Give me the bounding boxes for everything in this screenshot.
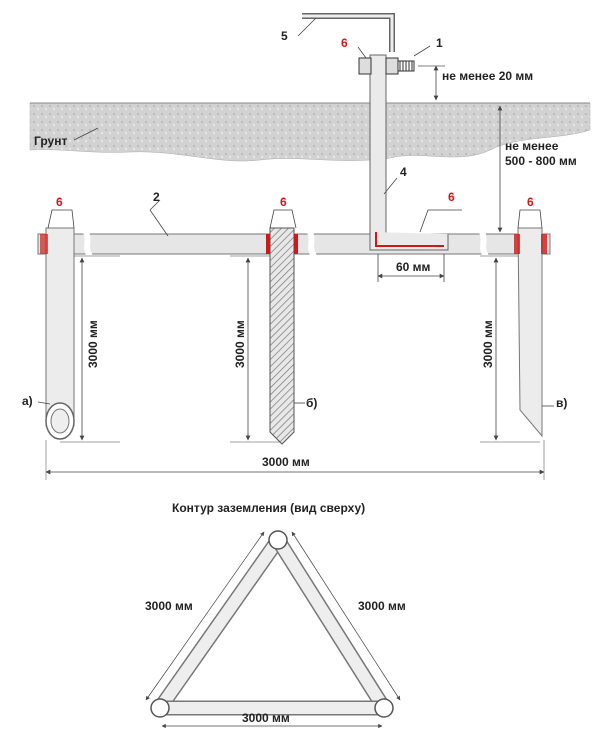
riser-bend xyxy=(369,232,449,251)
electrode-v-pipe xyxy=(517,227,543,438)
label-4: 4 xyxy=(400,165,407,179)
label-6-a: 6 xyxy=(56,195,63,209)
label-min-20: не менее 20 мм xyxy=(442,69,533,83)
label-tri-bottom: 3000 мм xyxy=(242,711,290,725)
riser-4 xyxy=(369,54,387,251)
bolt-head xyxy=(358,57,372,75)
label-v: в) xyxy=(556,396,567,410)
contour-node-left xyxy=(150,698,170,718)
label-6-top: 6 xyxy=(341,36,348,50)
label-6-b: 6 xyxy=(280,195,287,209)
label-6-bend: 6 xyxy=(448,190,455,204)
electrode-a-tube xyxy=(45,227,75,427)
contour-title: Контур заземления (вид сверху) xyxy=(172,501,365,515)
label-height-a: 3000 мм xyxy=(86,320,100,368)
label-2: 2 xyxy=(153,190,160,204)
label-min-500-line2: 500 - 800 мм xyxy=(505,154,577,168)
label-5: 5 xyxy=(281,29,288,43)
label-a: а) xyxy=(22,394,33,408)
label-soil: Грунт xyxy=(34,134,67,148)
electrode-b-angle xyxy=(269,227,295,445)
label-min-500-line1: не менее xyxy=(505,139,559,153)
label-height-b: 3000 мм xyxy=(233,320,247,368)
label-b: б) xyxy=(306,396,317,410)
label-6-v: 6 xyxy=(527,195,534,209)
contour-node-top xyxy=(268,530,288,550)
soil-layer xyxy=(29,102,591,162)
label-60mm: 60 мм xyxy=(396,260,431,274)
label-1: 1 xyxy=(436,36,443,50)
label-width-3000: 3000 мм xyxy=(262,455,310,469)
label-tri-right: 3000 мм xyxy=(358,599,406,613)
contour-node-right xyxy=(374,698,394,718)
label-tri-left: 3000 мм xyxy=(145,599,193,613)
contour-triangle xyxy=(150,530,394,718)
label-height-v: 3000 мм xyxy=(481,320,495,368)
